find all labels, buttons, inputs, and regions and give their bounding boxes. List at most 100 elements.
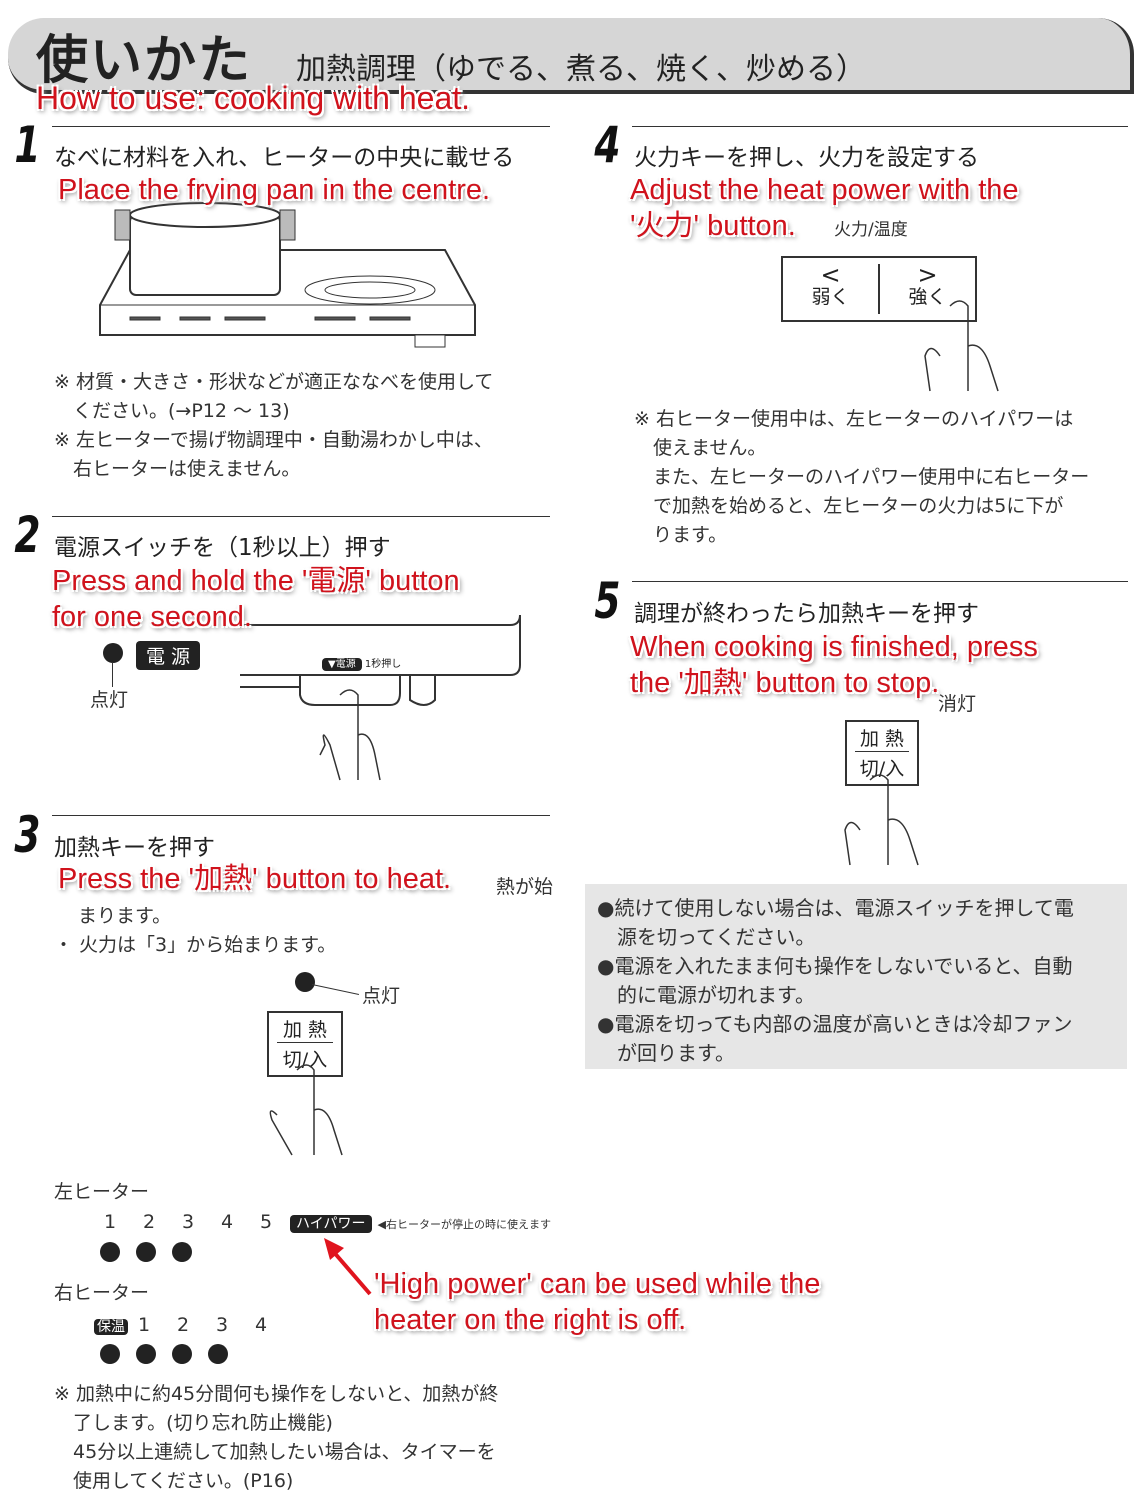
pressing-hand-icon xyxy=(269,1064,343,1156)
high-power-label: ハイパワー xyxy=(290,1215,372,1233)
divider xyxy=(52,126,550,127)
stove-with-pot-illustration xyxy=(99,202,476,348)
lamp-off-label: 消灯 xyxy=(938,693,977,715)
note-line: 了します。(切り忘れ防止機能) xyxy=(54,1412,333,1434)
info-line: ●続けて使用しない場合は、電源スイッチを押して電 xyxy=(597,896,1074,920)
level-dot-lit xyxy=(172,1242,192,1262)
increase-label: 強く xyxy=(908,286,947,308)
right-heater-label: 右ヒーター xyxy=(54,1282,150,1304)
step-heading: 火力キーを押し、火力を設定する xyxy=(634,145,979,171)
level-dot-lit xyxy=(100,1344,120,1364)
step-number: 4 xyxy=(594,116,621,174)
heat-key-caption: 火力/温度 xyxy=(834,220,908,240)
heat-key-bottom-label: 切/入 xyxy=(859,758,905,780)
step2-translation-2: for one second. xyxy=(52,601,252,633)
divider xyxy=(52,815,550,816)
decrease-label: 弱く xyxy=(811,286,850,308)
step-heading: 調理が終わったら加熱キーを押す xyxy=(634,601,979,627)
info-line: が回ります。 xyxy=(597,1041,735,1065)
pressing-hand-icon xyxy=(844,774,919,866)
lamp-on-label: 点灯 xyxy=(362,985,401,1007)
heat-key-top-label: 加 熱 xyxy=(277,1015,333,1043)
step-number: 1 xyxy=(14,116,41,174)
heat-key-top-label: 加 熱 xyxy=(855,724,909,752)
decrease-key: < 弱く xyxy=(783,261,880,314)
page-subtitle: 加熱調理（ゆでる、煮る、焼く、炒める） xyxy=(296,52,866,87)
body-fragment: 熱が始 xyxy=(496,876,554,898)
page-title: 使いかた xyxy=(36,31,253,91)
note-line: ※ 右ヒーター使用中は、左ヒーターのハイパワーは xyxy=(634,408,1074,430)
keep-warm-label: 保温 xyxy=(94,1319,128,1335)
level-label: 4 xyxy=(221,1211,234,1233)
note-line: 右ヒーターは使えません。 xyxy=(54,458,301,480)
step-heading: なべに材料を入れ、ヒーターの中央に載せる xyxy=(54,145,515,171)
high-power-annotation: 'High power' can be used while the xyxy=(374,1268,821,1300)
note-line: で加熱を始めると、左ヒーターの火力は5に下が xyxy=(634,495,1064,517)
power-key-label: 電 源 xyxy=(136,641,201,670)
step-number: 3 xyxy=(14,806,41,864)
step4-translation-2: '火力' button. xyxy=(630,210,796,242)
power-button-illustration xyxy=(240,614,521,781)
note-line: ※ 左ヒーターで揚げ物調理中・自動湯わかし中は、 xyxy=(54,429,493,451)
level-label: 2 xyxy=(177,1314,190,1336)
step-heading: 電源スイッチを（1秒以上）押す xyxy=(54,535,391,561)
level-dot-lit xyxy=(136,1242,156,1262)
step1-translation: Place the frying pan in the centre. xyxy=(58,174,491,206)
increase-key: > 強く xyxy=(880,261,975,314)
level-label: 4 xyxy=(255,1314,268,1336)
lamp-on-label: 点灯 xyxy=(90,689,129,711)
note-line: 45分以上連続して加熱したい場合は、タイマーを xyxy=(54,1441,496,1463)
title-translation: How to use: cooking with heat. xyxy=(36,80,471,116)
level-dot-lit xyxy=(136,1344,156,1364)
level-dot-lit xyxy=(208,1344,228,1364)
level-dot-lit xyxy=(100,1242,120,1262)
heat-key: 加 熱 切/入 xyxy=(845,720,919,786)
step-number: 5 xyxy=(594,572,621,630)
info-box: ●続けて使用しない場合は、電源スイッチを押して電 源を切ってください。 ●電源を… xyxy=(585,884,1127,1069)
info-line: 的に電源が切れます。 xyxy=(597,983,815,1007)
pressing-hand-icon xyxy=(924,300,999,392)
note-line: ください。(→P12 ～ 13) xyxy=(54,400,290,422)
heat-key: 加 熱 切/入 xyxy=(267,1011,343,1077)
power-lamp-icon xyxy=(103,643,123,663)
heat-key-bottom-label: 切/入 xyxy=(282,1049,328,1071)
level-label: 5 xyxy=(260,1211,273,1233)
divider xyxy=(632,126,1128,127)
high-power-note: ◀右ヒーターが停止の時に使えます xyxy=(377,1218,552,1231)
body-line: まります。 xyxy=(78,905,172,927)
info-line: ●電源を入れたまま何も操作をしないでいると、自動 xyxy=(597,954,1073,978)
step5-translation: When cooking is finished, press xyxy=(630,631,1038,663)
decrease-arrow: < xyxy=(820,261,841,289)
note-line: ※ 加熱中に約45分間何も操作をしないと、加熱が終 xyxy=(54,1383,499,1405)
device-power-label: ▼電源 xyxy=(322,658,362,671)
level-label: 2 xyxy=(143,1211,156,1233)
info-line: ●電源を切っても内部の温度が高いときは冷却ファン xyxy=(597,1012,1073,1036)
increase-arrow: > xyxy=(917,261,938,289)
high-power-annotation-2: heater on the right is off. xyxy=(374,1304,687,1336)
level-label: 1 xyxy=(104,1211,117,1233)
step4-translation: Adjust the heat power with the xyxy=(630,174,1019,206)
step2-translation: Press and hold the '電源' button xyxy=(52,565,460,597)
note-line: ります。 xyxy=(634,524,728,546)
divider xyxy=(52,516,550,517)
note-line: また、左ヒーターのハイパワー使用中に右ヒーター xyxy=(634,466,1090,488)
heat-power-keys: < 弱く > 強く xyxy=(781,256,977,322)
red-arrow-icon xyxy=(324,1238,372,1296)
note-line: 使用してください。(P16) xyxy=(54,1470,294,1492)
header-banner xyxy=(8,18,1134,94)
divider xyxy=(632,581,1128,582)
note-line: ※ 材質・大きさ・形状などが適正ななべを使用して xyxy=(54,371,494,393)
step3-translation: Press the '加熱' button to heat. xyxy=(58,863,452,895)
left-heater-label: 左ヒーター xyxy=(54,1181,150,1203)
level-label: 3 xyxy=(182,1211,195,1233)
step5-translation-2: the '加熱' button to stop. xyxy=(630,667,940,699)
heat-lamp-icon xyxy=(295,972,315,992)
note-line: 使えません。 xyxy=(634,437,767,459)
bullet-line: ・ 火力は「3」から始まります。 xyxy=(54,934,337,956)
device-power-hint: 1秒押し xyxy=(364,659,402,670)
level-label: 3 xyxy=(216,1314,229,1336)
step-heading: 加熱キーを押す xyxy=(54,835,215,861)
level-dot-lit xyxy=(172,1344,192,1364)
level-label: 1 xyxy=(138,1314,151,1336)
info-line: 源を切ってください。 xyxy=(597,925,816,949)
